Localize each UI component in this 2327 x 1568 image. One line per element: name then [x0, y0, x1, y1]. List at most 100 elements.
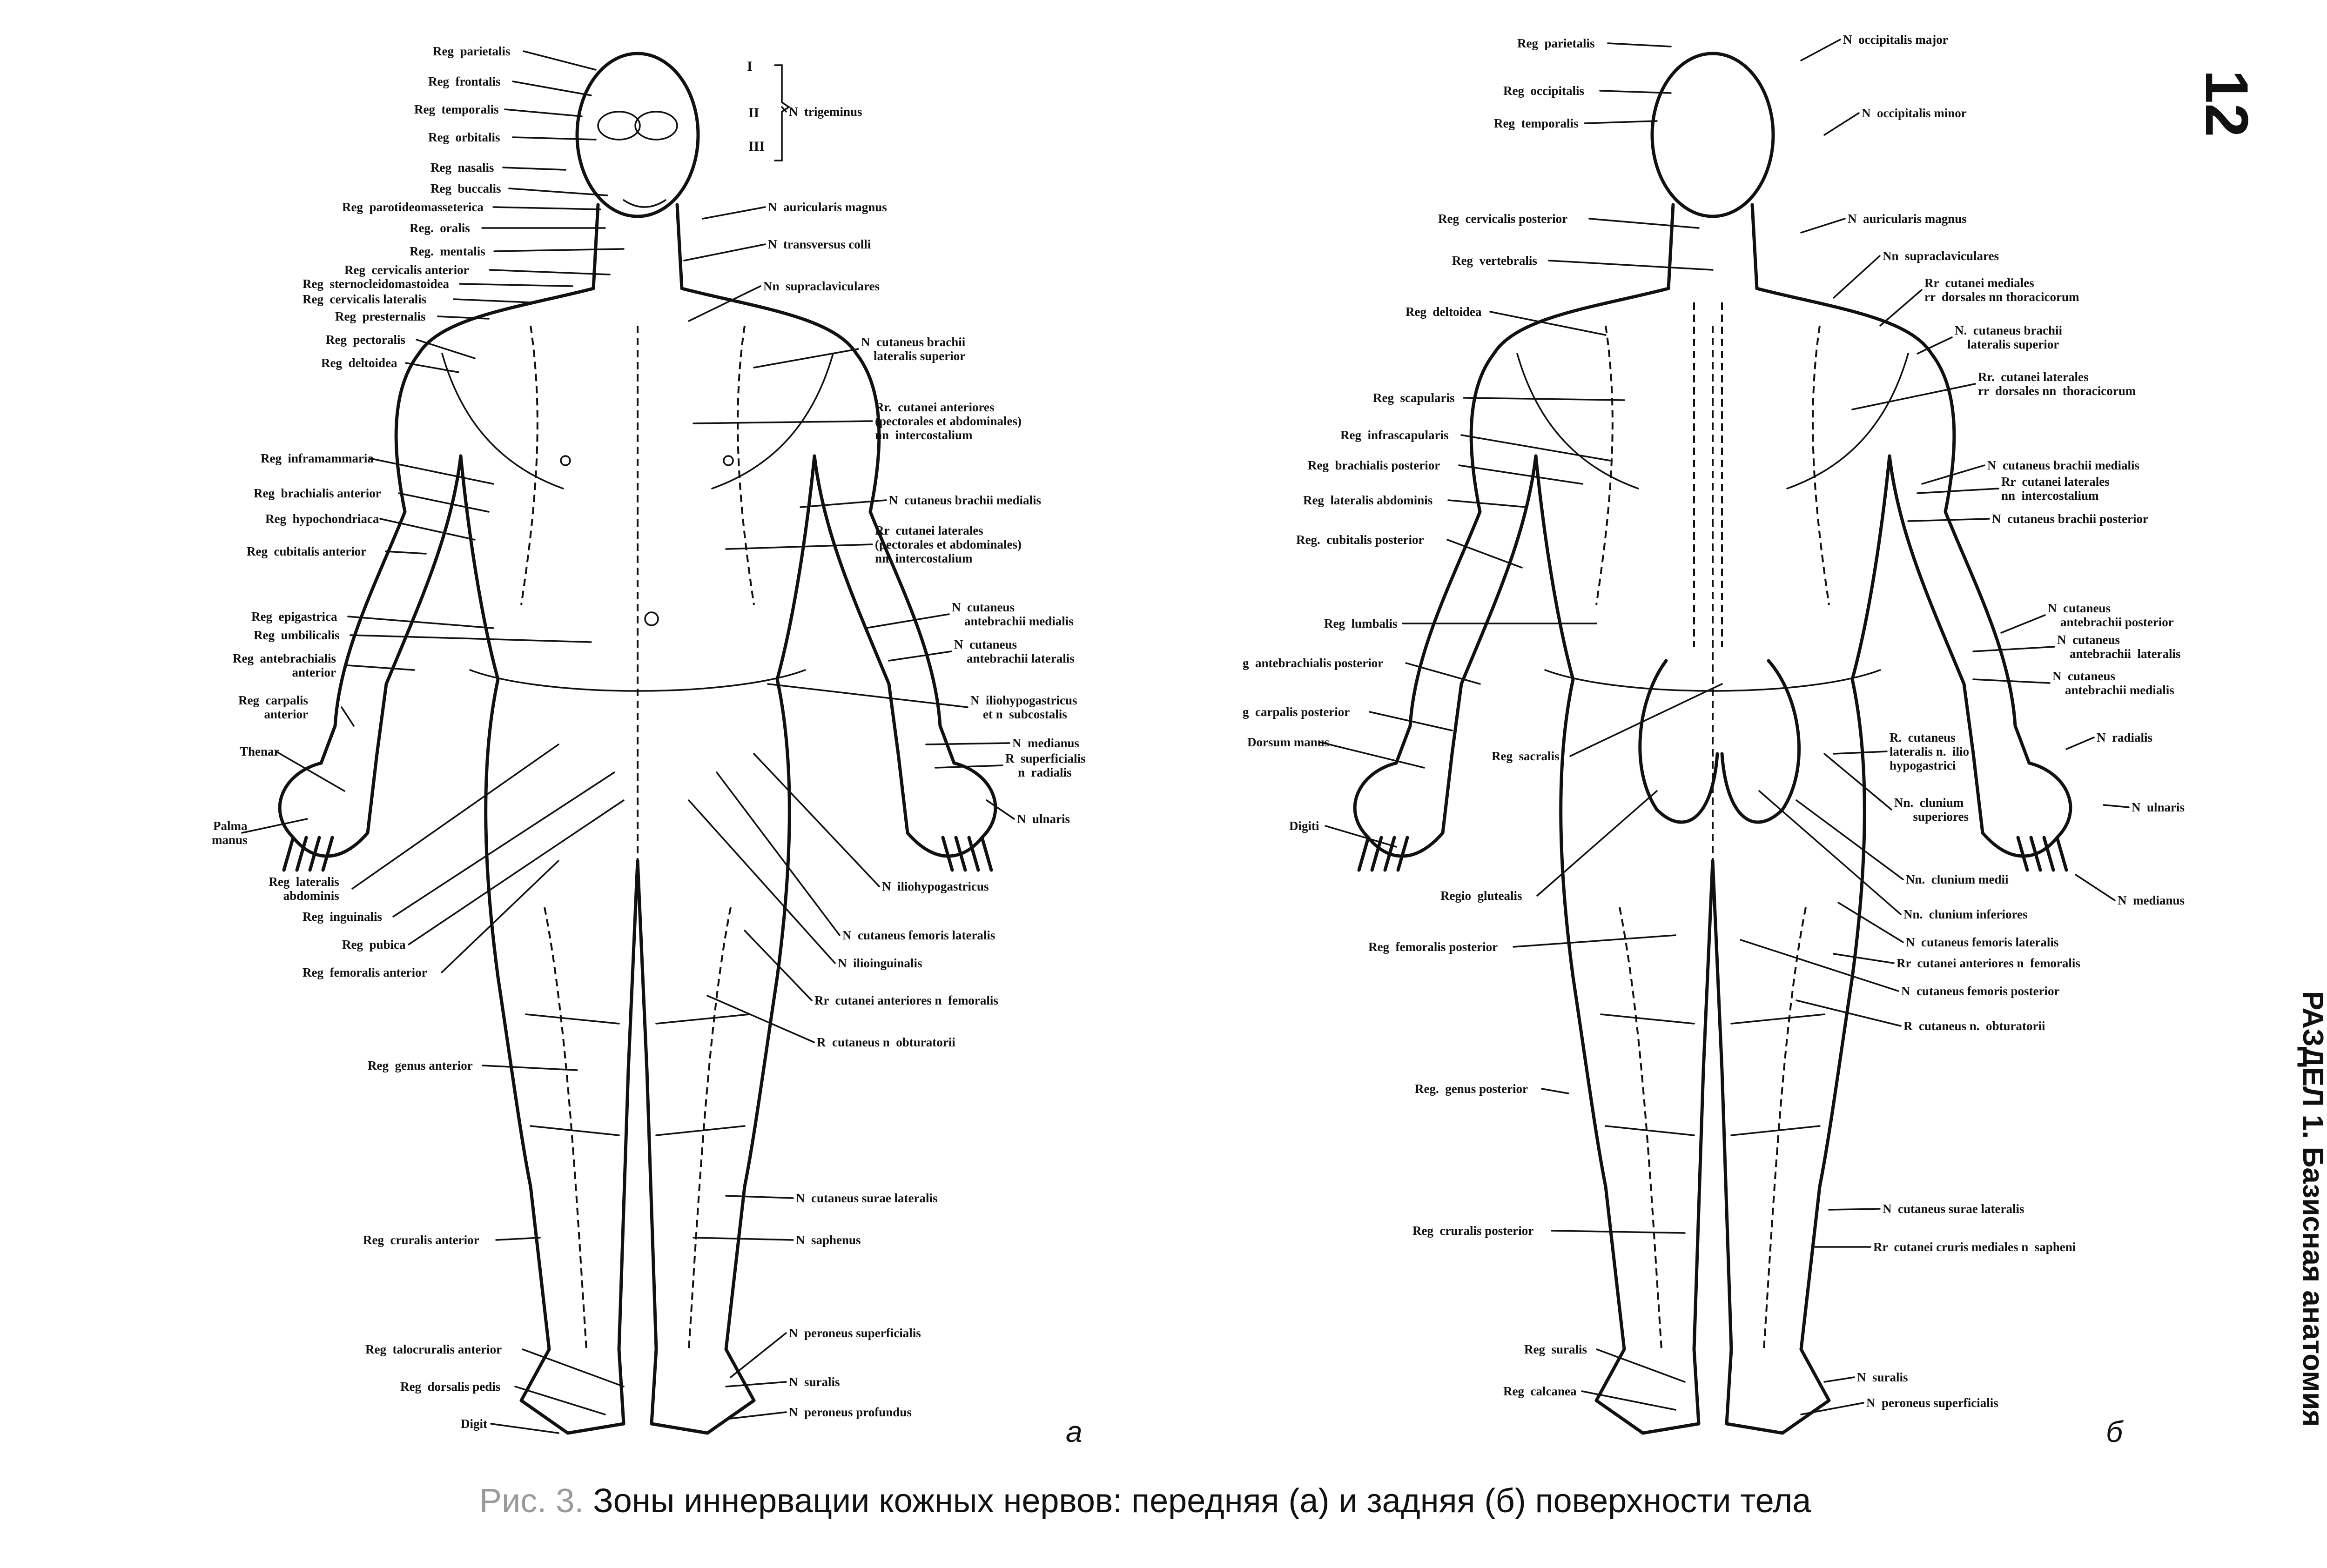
front-right-leader-line	[716, 771, 841, 936]
back-right-label: N. cutaneus brachii lateralis superior	[1955, 323, 2063, 351]
back-right-leader-line	[1833, 255, 1881, 299]
back-left-label: Reg occipitalis	[1503, 84, 1584, 98]
front-left-label: Reg brachialis anterior	[254, 486, 381, 500]
front-right-label: N cutaneus brachii lateralis superior	[861, 335, 966, 363]
back-right-label: Nn. clunium medii	[1906, 872, 2009, 886]
back-right-label: N cutaneus brachii posterior	[1992, 512, 2148, 526]
front-right-label: N ilioinguinalis	[838, 956, 922, 970]
front-left-leader-line	[408, 799, 625, 945]
front-right-leader-line	[725, 543, 873, 550]
back-left-label: Reg. cubitalis posterior	[1296, 533, 1424, 547]
back-right-leader-line	[2103, 804, 2130, 808]
front-left-leader-line	[512, 136, 597, 141]
front-left-leader-line	[347, 664, 415, 671]
back-left-leader-line	[1536, 790, 1658, 897]
back-left-label: Reg deltoidea	[1406, 305, 1482, 319]
back-left-label: g antebrachialis posterior	[1243, 656, 1384, 670]
back-right-label: R cutaneus n. obturatorii	[1903, 1019, 2045, 1033]
caption-prefix: Рис. 3.	[479, 1482, 584, 1520]
front-right-leader-line	[693, 1237, 794, 1241]
front-left-label: Reg temporalis	[414, 102, 499, 116]
front-left-label: Reg buccalis	[430, 181, 501, 195]
front-right-label: Rr cutanei anteriores n femoralis	[814, 993, 998, 1007]
front-left-leader-line	[522, 1348, 625, 1387]
front-left-leader-line	[241, 818, 308, 834]
back-right-label: N cutaneus antebrachii medialis	[2052, 669, 2174, 697]
front-right-label: N auricularis magnus	[768, 200, 887, 214]
front-right-label: Rr cutanei laterales (pectorales et abdo…	[875, 523, 1022, 565]
back-right-label: N peroneus superficialis	[1866, 1396, 1998, 1410]
trigeminal-brace	[774, 64, 791, 161]
front-right-label: N transversus colli	[768, 237, 871, 251]
front-right-label: N ulnaris	[1017, 812, 1070, 826]
front-left-label: Reg parotideomasseterica	[342, 200, 484, 214]
front-right-label: Rr. cutanei anteriores (pectorales et ab…	[875, 400, 1022, 442]
back-right-leader-line	[1833, 953, 1895, 964]
front-right-leader-line	[865, 613, 950, 629]
back-right-label: N cutaneus brachii medialis	[1987, 458, 2140, 472]
back-left-label: Reg femoralis posterior	[1368, 940, 1498, 954]
front-left-leader-line	[489, 269, 611, 275]
front-right-leader-line	[753, 753, 880, 887]
front-left-label: Reg deltoidea	[321, 356, 397, 370]
trigeminal-branch-2: II	[748, 105, 760, 121]
front-left-leader-line	[392, 771, 615, 918]
front-left-leader-line	[437, 315, 490, 320]
back-right-leader-line	[1921, 464, 1985, 485]
front-left-label: Reg pectoralis	[326, 333, 405, 347]
page-number: 12	[2193, 70, 2261, 137]
front-right-label: N iliohypogastricus et n subcostalis	[970, 693, 1077, 721]
back-right-leader-line	[1823, 1376, 1855, 1383]
back-right-leader-line	[1851, 383, 1976, 410]
back-left-leader-line	[1405, 662, 1481, 685]
trigeminal-branch-3: III	[748, 139, 765, 154]
front-left-label: Reg carpalis anterior	[238, 693, 308, 721]
front-left-label: Thenar	[240, 744, 280, 758]
front-left-leader-line	[490, 1423, 559, 1434]
front-left-leader-line	[441, 860, 559, 973]
back-right-label: N cutaneus femoris posterior	[1901, 984, 2060, 998]
front-right-leader-line	[730, 1332, 787, 1378]
back-right-label: Nn. clunium superiores	[1894, 796, 1969, 824]
back-right-leader-line	[1828, 1208, 1881, 1211]
back-right-label: N medianus	[2118, 893, 2185, 907]
front-right-label: N medianus	[1012, 736, 1080, 750]
front-right-label: N cutaneus surae lateralis	[796, 1191, 938, 1205]
back-right-label: N cutaneus femoris lateralis	[1906, 935, 2059, 949]
front-right-leader-line	[753, 348, 859, 369]
back-right-label: Nn supraclaviculares	[1883, 249, 1999, 263]
back-left-leader-line	[1599, 90, 1672, 94]
front-right-leader-line	[725, 1381, 787, 1387]
back-right-label: Rr cutanei mediales rr dorsales nn thora…	[1924, 276, 2079, 304]
back-right-leader-line	[1833, 750, 1888, 755]
front-left-label: Reg genus anterior	[368, 1059, 473, 1072]
front-left-label: Reg. oralis	[410, 221, 470, 235]
front-left-label: Reg cervicalis anterior	[344, 263, 469, 277]
back-left-label: Reg cruralis posterior	[1412, 1224, 1534, 1238]
front-left-label: Reg hypochondriaca	[265, 512, 379, 526]
trigeminal-branch-1: I	[747, 59, 753, 74]
front-left-leader-line	[385, 550, 427, 555]
front-left-leader-line	[351, 744, 559, 890]
front-left-label: Reg lateralis abdominis	[269, 875, 339, 903]
front-left-label: Reg cervicalis lateralis	[303, 292, 427, 306]
back-left-label: Reg cervicalis posterior	[1438, 212, 1568, 226]
back-right-label: N cutaneus surae lateralis	[1883, 1202, 2024, 1216]
back-left-leader-line	[1325, 825, 1397, 848]
back-right-leader-line	[1972, 678, 2051, 684]
back-left-leader-line	[1548, 260, 1714, 271]
back-right-label: N auricularis magnus	[1848, 212, 1967, 226]
back-left-leader-line	[1541, 1088, 1569, 1094]
back-left-label: Reg brachialis posterior	[1308, 458, 1440, 472]
front-left-leader-line	[405, 362, 459, 373]
back-left-leader-line	[1588, 218, 1700, 229]
front-left-leader-line	[350, 634, 592, 643]
front-right-label: N cutaneus antebrachii lateralis	[954, 637, 1075, 665]
front-left-leader-line	[512, 80, 592, 96]
front-left-leader-line	[492, 206, 601, 210]
anterior-body-outline	[278, 52, 997, 1435]
front-right-label: N trigeminus	[789, 105, 862, 119]
back-right-label: N suralis	[1857, 1370, 1908, 1384]
front-left-label: Reg sternocleidomastoidea	[303, 277, 449, 291]
